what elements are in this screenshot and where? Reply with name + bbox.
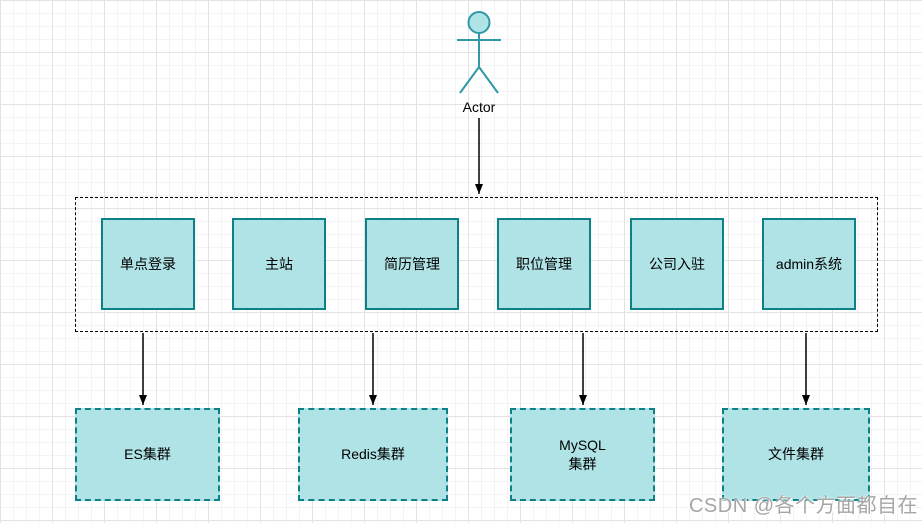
node-es-cluster: ES集群: [75, 408, 220, 501]
node-main-site: 主站: [232, 218, 326, 310]
node-sso: 单点登录: [101, 218, 195, 310]
node-mysql-cluster: MySQL 集群: [510, 408, 655, 501]
node-admin-system: admin系统: [762, 218, 856, 310]
node-redis-cluster: Redis集群: [298, 408, 448, 501]
node-job-management: 职位管理: [497, 218, 591, 310]
csdn-watermark: CSDN @各个方面都自在: [688, 495, 918, 517]
node-file-cluster: 文件集群: [722, 408, 870, 501]
node-company-onboarding: 公司入驻: [630, 218, 724, 310]
actor-label: Actor: [462, 99, 496, 115]
modules-container: [75, 197, 878, 332]
node-resume-management: 简历管理: [365, 218, 459, 310]
actor-icon: [457, 11, 501, 94]
